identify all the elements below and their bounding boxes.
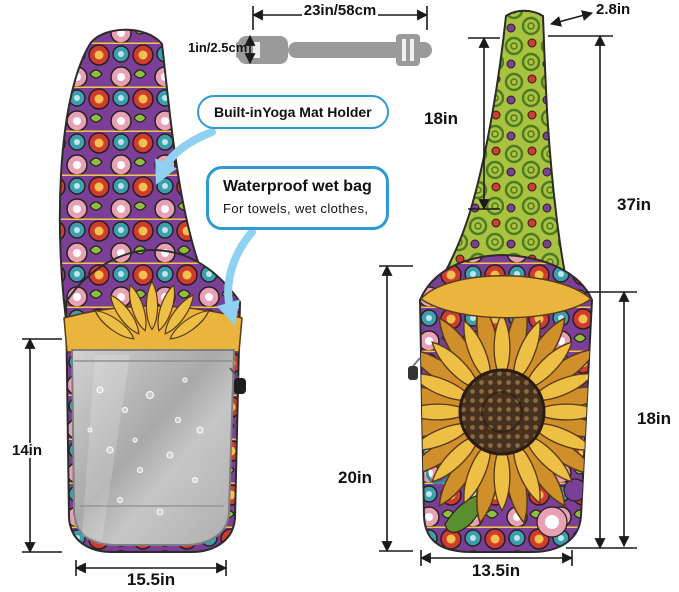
wet-bag-callout-subtitle: For towels, wet clothes,: [223, 201, 369, 216]
left-bottom-width-label: 15.5in: [126, 570, 176, 589]
total-height-label: 37in: [617, 195, 652, 214]
cord-lock-toggle: [234, 378, 246, 394]
mat-holder-arrow-icon: [155, 128, 216, 186]
wet-bag-callout-title: Waterproof wet bag: [223, 178, 372, 195]
wet-bag-height-label: 14in: [8, 443, 46, 458]
waterproof-pocket: [70, 349, 236, 546]
mat-holder-callout-label: Built-inYoga Mat Holder: [214, 104, 372, 120]
right-bag-print: [420, 298, 592, 538]
strap-top-width-arrow: [549, 10, 594, 27]
mat-holder-callout: Built-inYoga Mat Holder: [197, 95, 389, 129]
main-body-height-label: 20in: [338, 468, 373, 487]
wet-bag-callout: Waterproof wet bag For towels, wet cloth…: [206, 166, 389, 230]
strap-height-label: 18in: [424, 109, 459, 128]
wet-bag-arrow-icon: [216, 228, 256, 326]
pocket-highlight: [82, 355, 130, 540]
left-bag: [58, 28, 246, 553]
dimension-lines: [22, 6, 637, 576]
slider-adjuster-icon: [396, 34, 420, 66]
strap-length-label: 23in/58cm: [303, 2, 377, 19]
right-bottom-width-label: 13.5in: [471, 561, 521, 580]
callout-arrows: [155, 128, 256, 326]
right-bag-yellow-band: [419, 275, 593, 319]
front-pocket-height-label: 18in: [637, 409, 672, 428]
sunflower-center: [458, 368, 546, 456]
right-bag: [408, 9, 594, 553]
strap-top-width-label: 2.8in: [596, 1, 631, 18]
toggle-cord: [412, 357, 421, 367]
cord-lock-toggle: [408, 366, 418, 380]
strap-buckle-illustration: [236, 34, 432, 66]
strap-width-label: 1in/2.5cm: [188, 40, 248, 55]
water-droplets: [87, 377, 204, 516]
